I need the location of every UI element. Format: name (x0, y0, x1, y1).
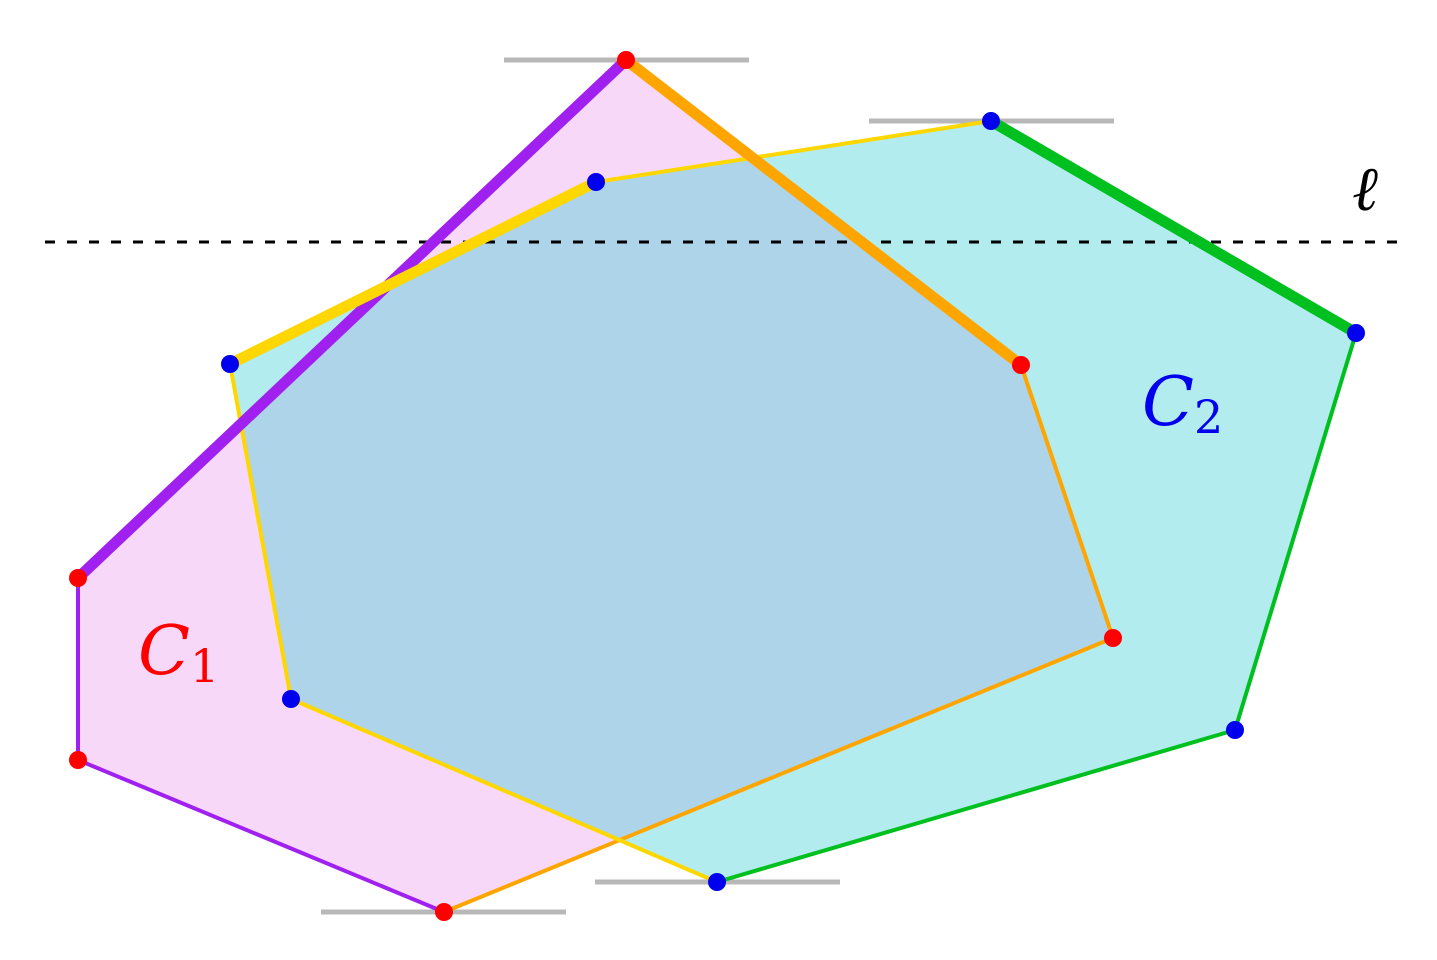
c1-vertices (69, 51, 1122, 921)
c1-thick-purple-edge (74, 56, 630, 582)
label-c2-sub: 2 (1194, 390, 1223, 444)
c1-vertex (435, 903, 453, 921)
c2-vertex (1226, 721, 1244, 739)
polygon-c2-fill (230, 121, 1356, 882)
c2-vertex (708, 873, 726, 891)
c1-vertex (1104, 629, 1122, 647)
c2-vertices (221, 112, 1365, 891)
c1-vertex (69, 751, 87, 769)
label-line-l: ℓ (1352, 152, 1378, 225)
label-c1-main: C (138, 612, 190, 691)
c1-vertex (69, 569, 87, 587)
c2-vertex (587, 173, 605, 191)
label-c2-main: C (1142, 363, 1194, 442)
label-c1: C1 (138, 612, 219, 693)
label-c2: C2 (1142, 363, 1223, 444)
c2-vertex (282, 690, 300, 708)
c2-thick-yellow-edge (227, 177, 599, 369)
c2-thick-green-edge (988, 116, 1359, 338)
c2-vertex (982, 112, 1000, 130)
c2-left-chain-thin (595, 119, 992, 184)
c2-vertex (1347, 324, 1365, 342)
polygon-c1-fill (78, 60, 1113, 912)
c1-vertex (1012, 356, 1030, 374)
c2-vertex (221, 355, 239, 373)
c1-vertex (617, 51, 635, 69)
label-c1-sub: 1 (190, 639, 219, 693)
c1-thick-orange-edge (622, 55, 1025, 370)
